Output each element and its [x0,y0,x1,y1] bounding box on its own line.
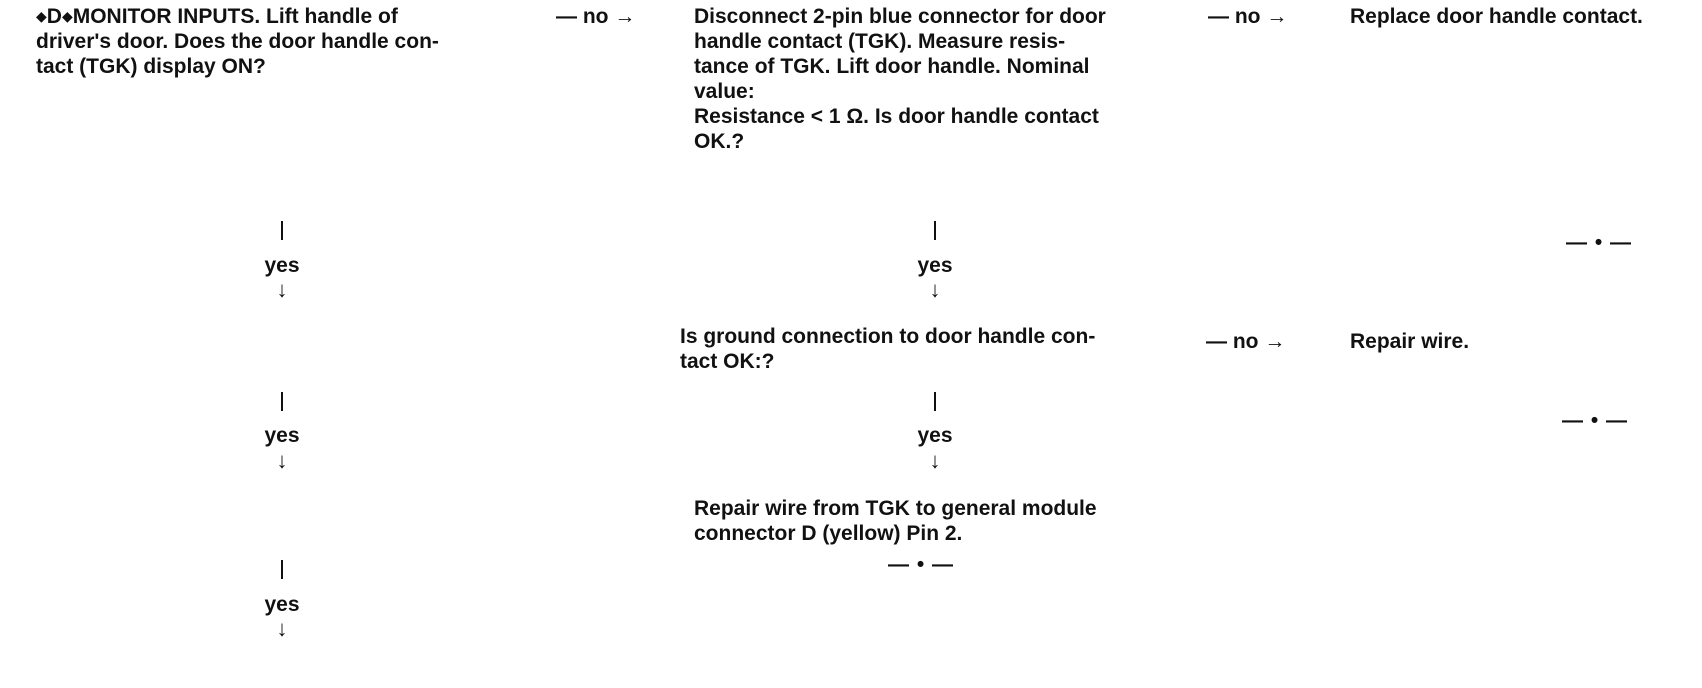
flow-line [281,560,283,579]
end-mark: — • — [888,553,955,576]
down-arrow-icon: ↓ [929,448,941,473]
yes-label: yes [917,254,953,277]
down-arrow-icon: ↓ [276,277,288,302]
down-arrow-icon: ↓ [276,448,288,473]
branch-no-arrow: — no → [1206,330,1286,353]
branch-no-arrow: — no → [556,5,636,28]
diamond-bullet-icon: ◆ [61,8,73,24]
step-d-question: ◆D◆MONITOR INPUTS. Lift handle of driver… [36,4,439,79]
yes-label: yes [264,254,300,277]
replace-door-handle-contact: Replace door handle contact. [1350,5,1643,28]
yes-label: yes [264,593,300,616]
repair-wire: Repair wire. [1350,330,1470,353]
down-arrow-icon: ↓ [276,616,288,641]
repair-wire-tgk: Repair wire from TGK to general module c… [694,497,1097,545]
end-mark: — • — [1566,231,1633,254]
step-d-line-2: driver's door. Does the door handle con- [36,30,439,53]
flow-line [934,392,936,411]
step-marker: D [46,5,62,28]
step-heading: MONITOR INPUTS. [72,5,261,28]
yes-label: yes [264,424,300,447]
down-arrow-icon: ↓ [929,277,941,302]
tgk-resistance-check: Disconnect 2-pin blue connector for door… [694,5,1106,153]
branch-no-arrow: — no → [1208,5,1288,28]
step-d-line-3: tact (TGK) display ON? [36,55,266,78]
end-mark: — • — [1562,409,1629,432]
step-d-line-1: ◆D◆MONITOR INPUTS. Lift handle of [36,5,398,28]
flow-line [281,392,283,411]
ground-connection-check: Is ground connection to door handle con-… [680,325,1096,373]
diamond-bullet-icon: ◆ [36,8,47,24]
flow-line [934,221,936,240]
flow-line [281,221,283,240]
yes-label: yes [917,424,953,447]
